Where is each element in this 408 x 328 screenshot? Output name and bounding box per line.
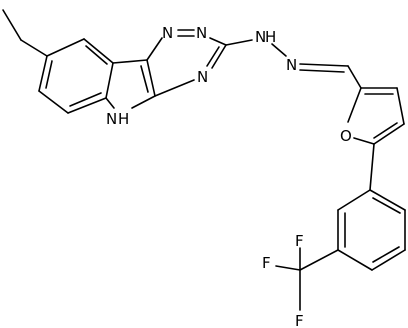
bond-c3-n4-inner xyxy=(206,46,220,67)
bond-ethyl-ch3 xyxy=(2,9,22,41)
bond-b2-b3-inner xyxy=(85,45,108,65)
atom-nh-indole-h: H xyxy=(118,110,129,128)
bond-c-n1 xyxy=(146,37,163,61)
bond-phenyl-cf3 xyxy=(299,249,339,271)
bond-n-ch xyxy=(299,63,349,67)
atom-nh-indole-n: N xyxy=(106,110,117,128)
bond-f4-f5 xyxy=(373,123,405,145)
atom-n-hydrazone: N xyxy=(286,56,297,74)
bond-furan-phenyl xyxy=(369,143,375,191)
bond-b3-b4 xyxy=(105,62,114,99)
bond-b4-b5 xyxy=(67,97,107,114)
bond-b5-b6 xyxy=(38,90,69,114)
bond-f5-o xyxy=(353,137,375,145)
bond-b6-b1-inner xyxy=(45,60,53,89)
atom-f-1: F xyxy=(295,232,304,250)
bond-b6-b1 xyxy=(38,55,48,92)
bond-c-f2 xyxy=(275,265,301,271)
bond-ch-furan xyxy=(347,65,362,89)
bond-n2-c3 xyxy=(209,37,227,46)
bond-c3-nh xyxy=(225,39,253,46)
atom-n-triazine-3: N xyxy=(197,68,208,86)
bond-p4-p5 xyxy=(337,249,373,271)
bond-o-f2 xyxy=(347,87,362,123)
atom-f-2: F xyxy=(262,254,271,272)
bond-p3-p4 xyxy=(371,249,406,271)
bond-b2-b3 xyxy=(83,38,114,64)
bond-nh-c xyxy=(131,95,156,109)
bond-b4-b5-inner xyxy=(69,92,102,107)
bond-c3-n4 xyxy=(211,44,227,69)
bond-b4-nh xyxy=(105,97,115,109)
bond-p6-p1 xyxy=(337,189,371,211)
atom-nh-hydrazone-n: N xyxy=(255,28,266,46)
atom-o-furan: O xyxy=(340,127,352,145)
bond-p1-p2 xyxy=(369,189,406,211)
bond-n-ch-inner xyxy=(299,69,345,73)
bond-p1-p2-inner xyxy=(372,197,401,214)
bond-p3-p4-inner xyxy=(372,246,400,263)
bond-c9a-c9b xyxy=(112,59,148,64)
bond-n4-c4a xyxy=(154,79,195,97)
bond-f4-f5-inner xyxy=(373,122,398,139)
bond-pyrrole-fused xyxy=(146,59,156,97)
atom-n-triazine-2: N xyxy=(196,24,207,42)
bond-nh-n xyxy=(271,43,287,57)
atom-n-triazine-1: N xyxy=(162,24,173,42)
bond-b1-b2 xyxy=(46,38,85,57)
bond-pyrrole-fused-inner xyxy=(140,65,149,93)
bond-f3-f4 xyxy=(396,87,405,125)
bond-ethyl-ch2 xyxy=(20,39,48,57)
atom-nh-hydrazone-h: H xyxy=(265,28,276,46)
atom-f-3: F xyxy=(295,312,304,328)
